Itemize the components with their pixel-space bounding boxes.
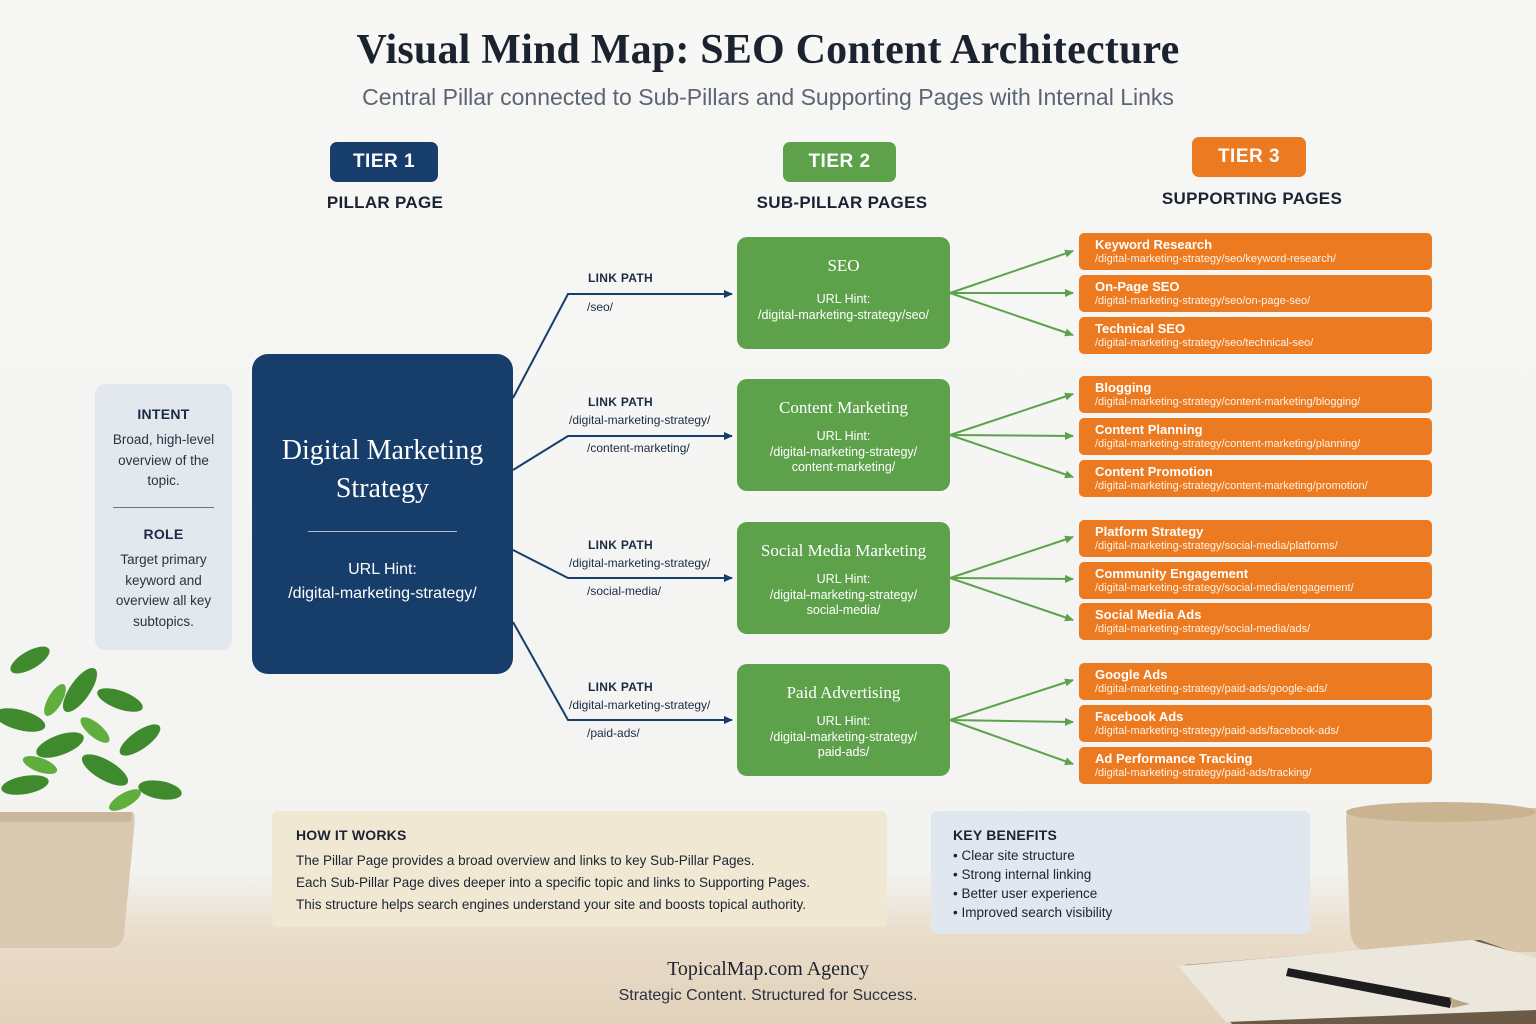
link-content-1 [949,392,1074,436]
supporting-google-ads[interactable]: Google Ads /digital-marketing-strategy/p… [1079,663,1432,700]
pen-icon [1286,968,1470,1008]
sub-pillar-url-hint: URL Hint: /digital-marketing-strategy/ s… [769,572,918,617]
link-paid-1 [949,678,1074,721]
benefit-item: • Improved search visibility [953,905,1113,920]
tier-1-label: PILLAR PAGE [326,193,444,212]
supporting-facebook-ads[interactable]: Facebook Ads /digital-marketing-strategy… [1079,705,1432,742]
sub-pillar-paid-advertising[interactable]: Paid Advertising URL Hint: /digital-mark… [737,664,950,776]
link-pillar-to-content [512,432,733,471]
benefit-item: • Strong internal linking [953,867,1092,882]
link-pillar-to-social [512,549,733,582]
sub-pillar-content-marketing[interactable]: Content Marketing URL Hint: /digital-mar… [737,379,950,491]
footer-brand: TopicalMap.com Agency [667,958,869,980]
supporting-platform-strategy[interactable]: Platform Strategy /digital-marketing-str… [1079,520,1432,557]
page-title: Visual Mind Map: SEO Content Architectur… [356,27,1180,73]
pillar-title: Digital Marketing Strategy [281,435,484,504]
supporting-blogging[interactable]: Blogging /digital-marketing-strategy/con… [1079,376,1432,413]
supporting-on-page-seo[interactable]: On-Page SEO /digital-marketing-strategy/… [1079,275,1432,312]
link-path-social-2: /social-media/ [587,584,662,598]
link-path-paid-1: /digital-marketing-strategy/ [569,698,711,712]
key-benefits-box: KEY BENEFITS • Clear site structure • St… [931,811,1310,934]
link-social-2 [949,574,1074,583]
footer-tagline: Strategic Content. Structured for Succes… [618,987,918,1004]
link-pillar-to-seo [512,290,733,399]
supporting-content-promotion[interactable]: Content Promotion /digital-marketing-str… [1079,460,1432,497]
supporting-technical-seo[interactable]: Technical SEO /digital-marketing-strateg… [1079,317,1432,354]
supporting-community-engagement[interactable]: Community Engagement /digital-marketing-… [1079,562,1432,599]
benefit-item: • Better user experience [953,886,1098,901]
link-content-2 [949,431,1074,440]
role-heading: ROLE [143,526,184,542]
link-path-seo: /seo/ [587,300,614,314]
link-paid-3 [949,719,1074,766]
link-pillar-to-paid [512,621,733,724]
link-path-label-seo: LINK PATH [588,271,653,285]
sub-pillar-url-hint: URL Hint: /digital-marketing-strategy/ p… [769,714,918,759]
tier-3-label: SUPPORTING PAGES [1161,189,1343,208]
sub-pillar-title: Social Media Marketing [760,541,927,560]
sub-pillar-title: Content Marketing [779,398,908,417]
pillar-url-hint: URL Hint: /digital-marketing-strategy/ [288,561,477,602]
tier-1-badge: TIER 1 [330,142,438,182]
panel-divider [113,507,214,508]
link-path-paid-2: /paid-ads/ [587,726,640,740]
sub-pillar-url-hint: URL Hint: /digital-marketing-strategy/se… [758,292,929,322]
link-path-social-1: /digital-marketing-strategy/ [569,556,711,570]
sub-pillar-seo[interactable]: SEO URL Hint: /digital-marketing-strateg… [737,237,950,349]
supporting-ad-performance-tracking[interactable]: Ad Performance Tracking /digital-marketi… [1079,747,1432,784]
tier-3-badge: TIER 3 [1192,137,1306,177]
benefit-item: • Clear site structure [953,848,1075,863]
potted-plant-icon [0,646,182,948]
pillar-page-node[interactable]: Digital Marketing Strategy URL Hint: /di… [252,354,513,674]
link-path-label-paid: LINK PATH [588,680,653,694]
link-path-label-content: LINK PATH [588,395,653,409]
link-path-label-social: LINK PATH [588,538,653,552]
role-text: Target primary keyword and overview all … [115,552,212,629]
coffee-mug-icon [1346,802,1536,952]
how-it-works-line: This structure helps search engines unde… [296,897,807,912]
link-content-3 [949,434,1074,479]
page-subtitle: Central Pillar connected to Sub-Pillars … [362,84,1174,110]
intent-role-panel: INTENT Broad, high-level overview of the… [95,384,232,650]
how-it-works-line: Each Sub-Pillar Page dives deeper into a… [296,875,811,890]
link-path-content-1: /digital-marketing-strategy/ [569,413,711,427]
tier-2-label: SUB-PILLAR PAGES [756,193,928,212]
pillar-divider [308,531,457,532]
supporting-keyword-research[interactable]: Keyword Research /digital-marketing-stra… [1079,233,1432,270]
link-path-content-2: /content-marketing/ [587,441,690,455]
sub-pillar-social-media[interactable]: Social Media Marketing URL Hint: /digita… [737,522,950,634]
key-benefits-heading: KEY BENEFITS [953,827,1058,843]
how-it-works-box: HOW IT WORKS The Pillar Page provides a … [272,811,887,927]
supporting-social-media-ads[interactable]: Social Media Ads /digital-marketing-stra… [1079,603,1432,640]
link-social-3 [949,577,1074,622]
how-it-works-heading: HOW IT WORKS [296,827,407,843]
link-seo-3 [949,292,1074,337]
link-seo-1 [949,249,1074,294]
sub-pillar-title: Paid Advertising [786,683,901,702]
link-paid-2 [949,717,1074,726]
link-social-1 [949,535,1074,579]
sub-pillar-title: SEO [827,256,860,275]
how-it-works-line: The Pillar Page provides a broad overvie… [296,853,755,868]
supporting-content-planning[interactable]: Content Planning /digital-marketing-stra… [1079,418,1432,455]
sub-pillar-url-hint: URL Hint: /digital-marketing-strategy/ c… [769,429,918,474]
tier-2-badge: TIER 2 [783,142,896,182]
intent-text: Broad, high-level overview of the topic. [112,432,215,488]
intent-heading: INTENT [137,406,190,422]
